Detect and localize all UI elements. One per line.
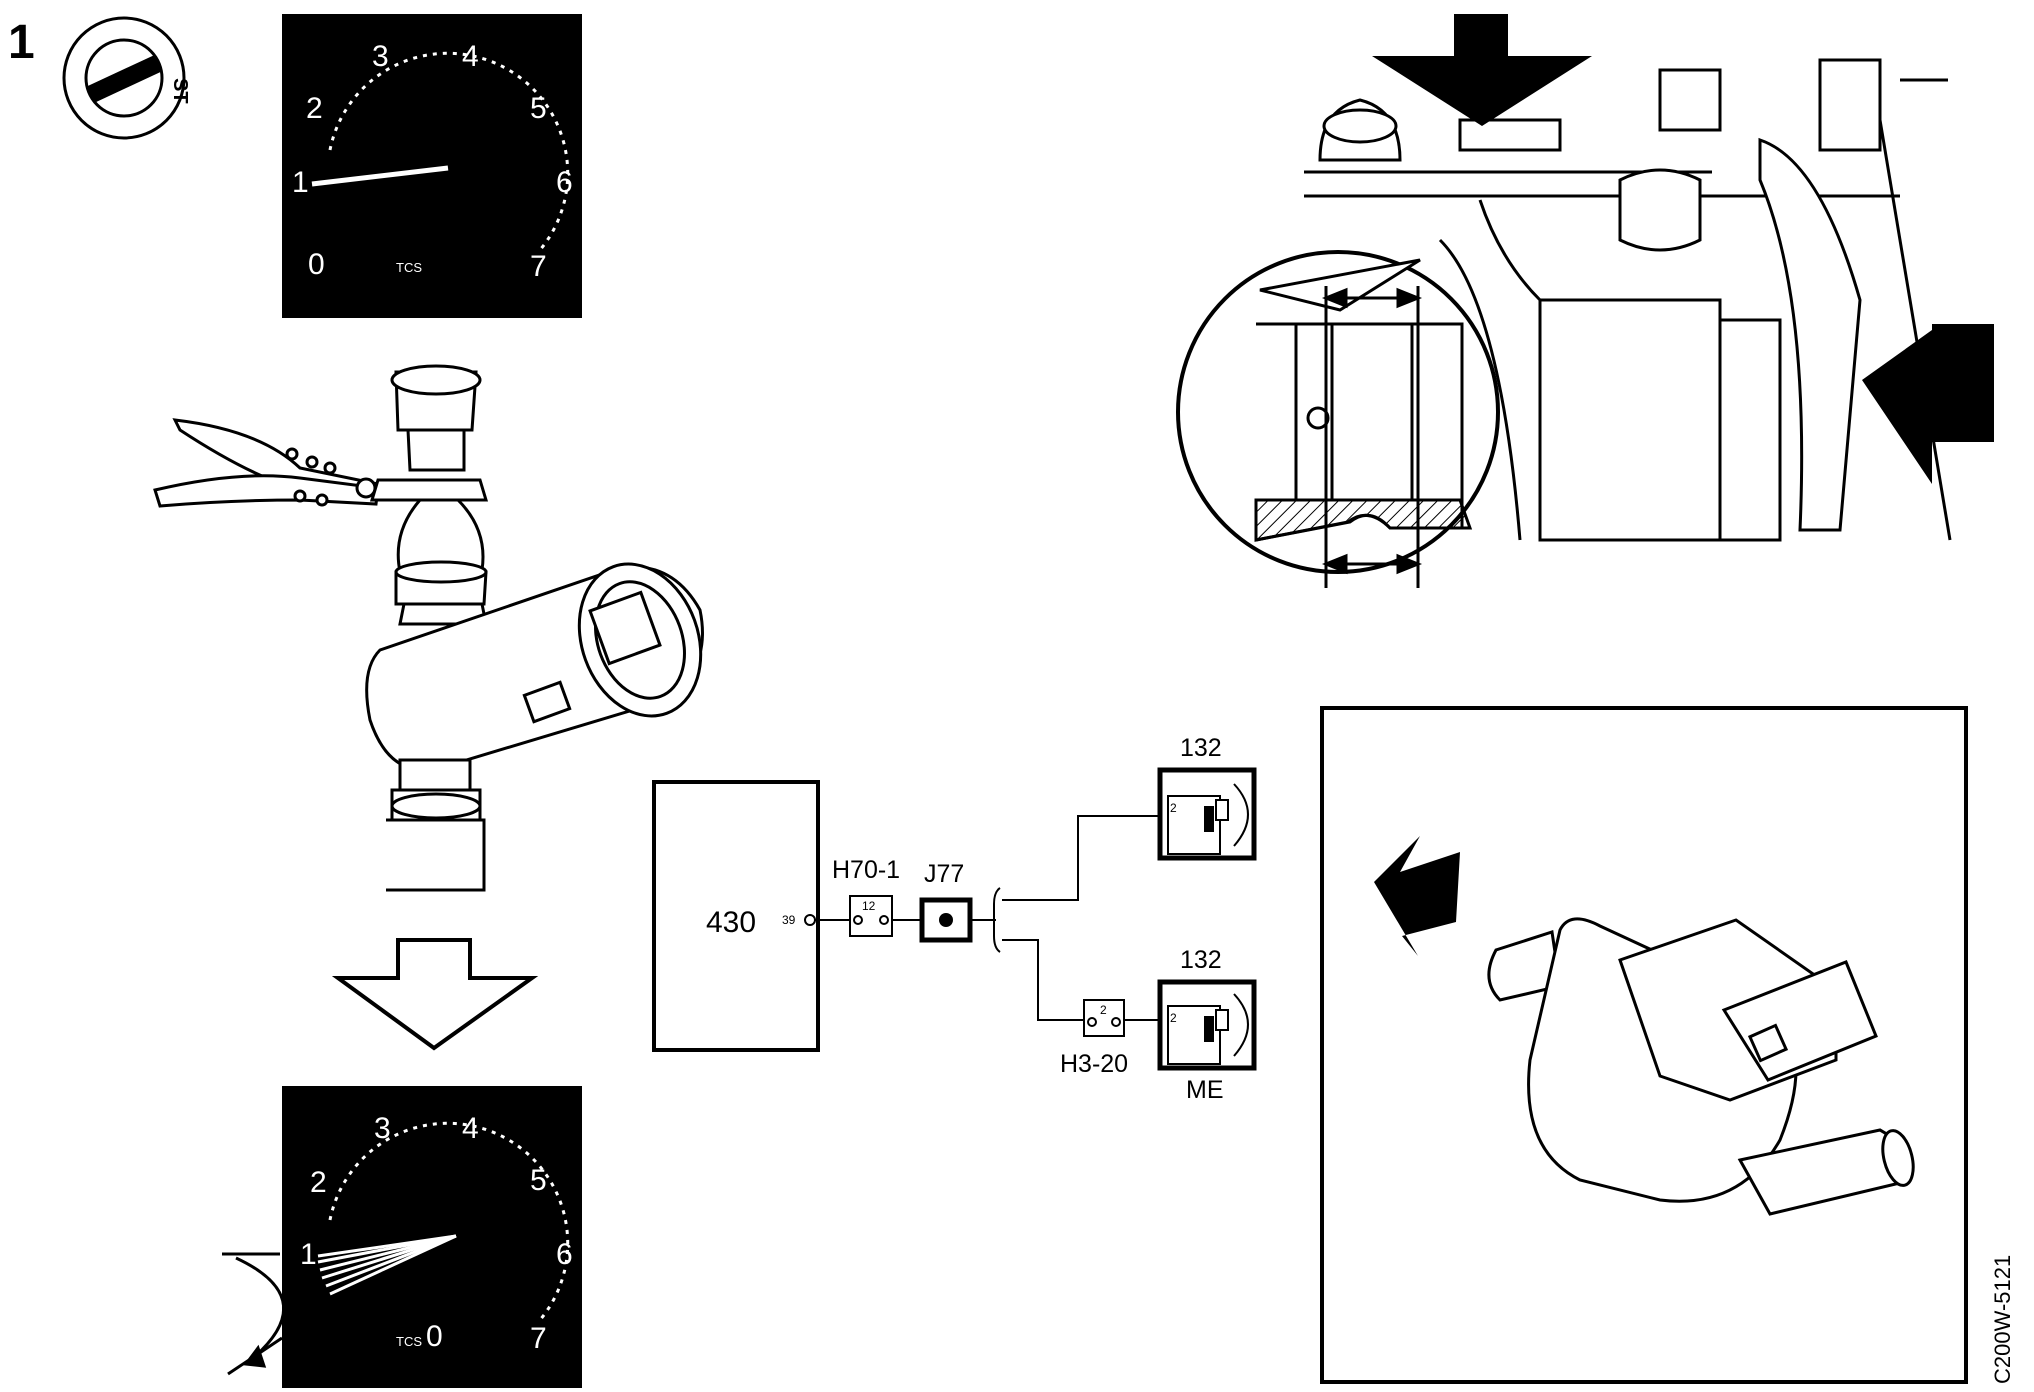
wiring-diagram: 430 39 H70-1 12 J77 132 2 2 H3-20 132 2 [652,734,1257,1104]
down-arrow-icon [1372,14,1592,126]
valve-upper-code: 132 [1180,734,1222,762]
tick-label-6: 6 [556,1238,573,1271]
tick-label-2: 2 [310,1166,327,1199]
tick-label-2: 2 [306,92,323,125]
down-arrow-icon [331,938,539,1051]
valve-lower-variant: ME [1186,1076,1224,1104]
gauge-footer: TCS [396,260,422,275]
tick-label-7: 7 [530,250,547,283]
measurement-arrow-bottom [1321,553,1423,575]
connector-main-pin: 12 [862,899,876,913]
tick-label-6: 6 [556,166,573,199]
hose-end-detail [1176,250,1500,588]
ignition-start-label: ST [169,78,191,104]
tachometer-steady: 0 1 2 3 4 5 6 7 TCS [282,14,582,318]
tick-label-3: 3 [374,1112,391,1145]
reference-code: C200W-5121 [1990,1255,2015,1384]
measurement-arrow-top [1321,287,1423,309]
tick-label-1: 1 [300,1238,317,1271]
junction-label: J77 [924,860,964,888]
control-module-box [652,780,820,1052]
gauge-needle-sweep [317,1234,457,1296]
hose-clamp-pliers-illustration [153,364,704,892]
valve-closeup-panel [1320,706,1968,1384]
tick-label-1: 1 [292,166,309,199]
tick-label-5: 5 [530,92,547,125]
needle-swing-indicator [222,1252,285,1376]
module-pin-label: 39 [782,913,796,927]
control-module-label: 430 [706,906,756,939]
gauge-footer: TCS [396,1334,422,1349]
tick-label-4: 4 [462,1112,479,1145]
gauge-needle [311,165,449,187]
valve-lower-pin: 2 [1170,1011,1177,1025]
valve-lower-code: 132 [1180,946,1222,974]
tachometer-fluctuating: 0 1 2 3 4 5 6 7 TCS [282,1086,582,1388]
tick-label-0: 0 [426,1320,443,1353]
connector-branch-pin: 2 [1100,1003,1107,1017]
tick-label-7: 7 [530,1322,547,1355]
diagonal-arrow-icon [1374,836,1460,956]
tick-label-5: 5 [530,1164,547,1197]
left-arrow-icon [1862,324,1994,484]
page-number: 1 [8,16,35,69]
engine-bay-illustration [1304,58,1952,542]
tick-label-0: 0 [308,248,325,281]
connector-branch-label: H3-20 [1060,1050,1128,1078]
connector-main-label: H70-1 [832,856,900,884]
ignition-key-icon: ST [62,16,191,140]
tick-label-3: 3 [372,40,389,73]
valve-upper-pin: 2 [1170,801,1177,815]
tick-label-4: 4 [462,40,479,73]
